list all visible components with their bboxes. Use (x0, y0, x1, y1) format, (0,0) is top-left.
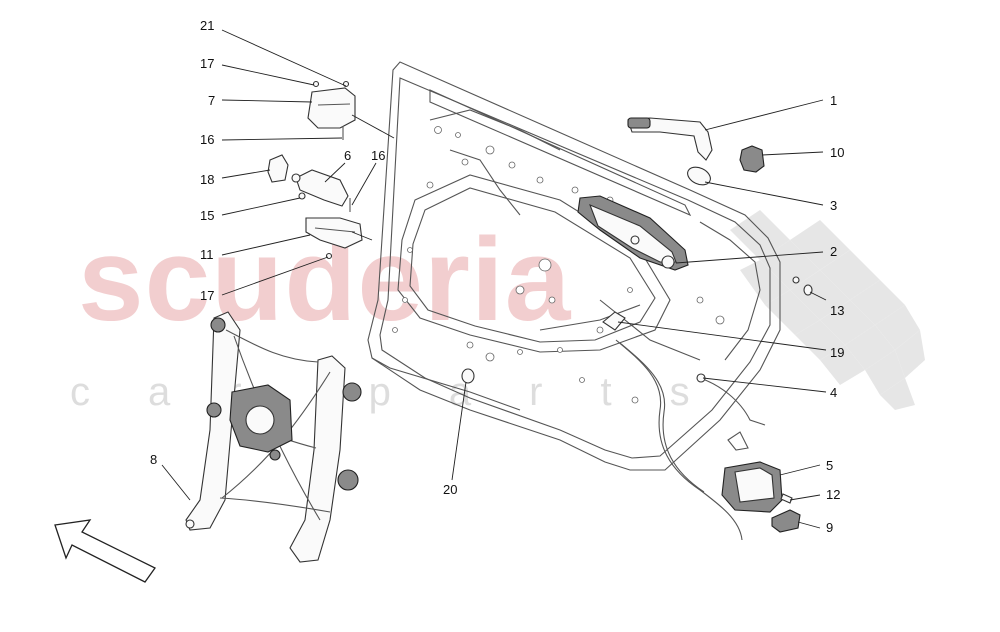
callout-2: 2 (830, 244, 837, 259)
striker-part (771, 509, 801, 533)
callout-21: 21 (200, 18, 214, 33)
callout-1: 1 (830, 93, 837, 108)
callout-12: 12 (826, 487, 840, 502)
callout-10: 10 (830, 145, 844, 160)
callout-18: 18 (200, 172, 214, 187)
callout-20: 20 (443, 482, 457, 497)
callout-8: 8 (150, 452, 157, 467)
door-lock-part (721, 431, 783, 513)
callout-labels: 21 17 7 16 6 16 18 15 11 17 8 20 1 10 3 … (150, 18, 844, 535)
handle-cap-part (739, 145, 765, 173)
door-check-strap-part (291, 169, 349, 207)
callout-17: 17 (200, 56, 214, 71)
window-regulator-part (185, 311, 362, 563)
callout-16: 16 (371, 148, 385, 163)
lock-screw-part (780, 493, 793, 504)
door-inner-panel (367, 61, 781, 471)
arrow-icon (54, 519, 156, 583)
callout-4: 4 (830, 385, 837, 400)
callout-6: 6 (344, 148, 351, 163)
callout-5: 5 (826, 458, 833, 473)
callout-3: 3 (830, 198, 837, 213)
lower-hinge-part (305, 217, 363, 249)
inner-lock-module-part (577, 195, 689, 271)
outside-handle-part (627, 117, 713, 161)
callout-16: 16 (200, 132, 214, 147)
check-plate-part (267, 154, 289, 183)
handle-gasket-part (687, 166, 711, 186)
small-grommet-part (792, 276, 813, 296)
hinge-screw-part (325, 252, 333, 260)
callout-11: 11 (200, 247, 214, 262)
callout-7: 7 (208, 93, 215, 108)
grommet-part (461, 368, 475, 384)
cable-clip-part (602, 311, 626, 331)
callout-19: 19 (830, 345, 844, 360)
callout-15: 15 (200, 208, 214, 223)
callout-13: 13 (830, 303, 844, 318)
callout-17: 17 (200, 288, 214, 303)
leader-lines (161, 29, 827, 529)
watermark-sub: car parts (70, 370, 748, 414)
watermark-checker-flag (730, 210, 925, 410)
release-cable-part (615, 339, 766, 541)
upper-hinge-part (307, 80, 356, 129)
callout-9: 9 (826, 520, 833, 535)
